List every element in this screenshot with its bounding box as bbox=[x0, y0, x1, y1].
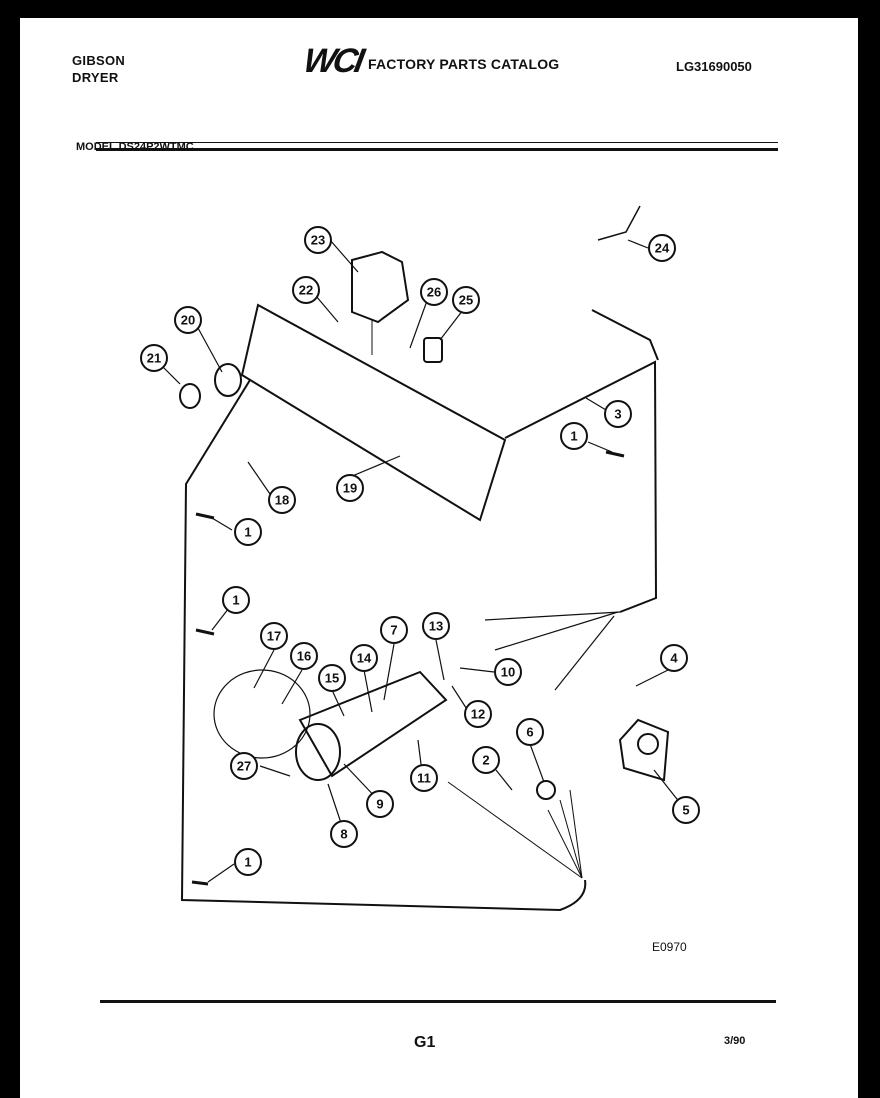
callout-balloon bbox=[452, 286, 480, 314]
bracket-5 bbox=[618, 718, 670, 782]
callout-balloon bbox=[672, 796, 700, 824]
header-divider-thick bbox=[96, 148, 778, 151]
document-number: LG31690050 bbox=[676, 59, 752, 74]
callout-balloon bbox=[222, 586, 250, 614]
callout-number: 1 bbox=[244, 855, 251, 870]
callout-number: 13 bbox=[429, 619, 443, 634]
callout-balloon bbox=[604, 400, 632, 428]
callout-balloon bbox=[494, 658, 522, 686]
callout-number: 8 bbox=[340, 827, 347, 842]
callout-number: 16 bbox=[297, 649, 311, 664]
callout-number: 10 bbox=[501, 665, 515, 680]
knob-21 bbox=[179, 383, 201, 409]
callout-number: 24 bbox=[655, 241, 670, 256]
callout-number: 12 bbox=[471, 707, 485, 722]
product-type: DRYER bbox=[72, 70, 119, 85]
callout-balloon bbox=[350, 644, 378, 672]
burner-end bbox=[295, 723, 341, 781]
callout-balloon bbox=[268, 486, 296, 514]
harness-left-wire bbox=[180, 379, 587, 912]
callout-balloon bbox=[304, 226, 332, 254]
callout-balloon bbox=[648, 234, 676, 262]
burner-tube bbox=[298, 670, 448, 778]
diagram-linework bbox=[159, 205, 685, 912]
callout-number: 21 bbox=[147, 351, 161, 366]
callout-balloon bbox=[516, 718, 544, 746]
callout-number: 19 bbox=[343, 481, 357, 496]
callout-number: 15 bbox=[325, 671, 339, 686]
callout-number: 22 bbox=[299, 283, 313, 298]
callout-balloon bbox=[174, 306, 202, 334]
callout-balloon bbox=[410, 764, 438, 792]
callout-number: 25 bbox=[459, 293, 473, 308]
callout-balloon bbox=[290, 642, 318, 670]
callout-balloon bbox=[422, 612, 450, 640]
harness-top-wire bbox=[591, 309, 659, 361]
callout-balloon bbox=[560, 422, 588, 450]
heater-housing bbox=[213, 669, 311, 759]
callout-balloon bbox=[140, 344, 168, 372]
callout-balloon bbox=[660, 644, 688, 672]
knob-20 bbox=[214, 363, 242, 397]
callout-number: 14 bbox=[357, 651, 372, 666]
timer bbox=[351, 250, 410, 324]
callout-balloon bbox=[420, 278, 448, 306]
brand-name: GIBSON bbox=[72, 53, 126, 68]
callout-number: 2 bbox=[482, 753, 489, 768]
revision-date: 3/90 bbox=[724, 1035, 746, 1047]
callout-balloon bbox=[336, 474, 364, 502]
callout-balloon bbox=[234, 518, 262, 546]
header-divider-thin bbox=[96, 142, 778, 143]
callout-balloon bbox=[330, 820, 358, 848]
callout-number: 26 bbox=[427, 285, 441, 300]
page-number: G1 bbox=[414, 1034, 436, 1051]
callout-number: 18 bbox=[275, 493, 289, 508]
footer-divider bbox=[100, 1000, 776, 1003]
callout-number: 9 bbox=[376, 797, 383, 812]
callout-number: 20 bbox=[181, 313, 195, 328]
callout-number: 1 bbox=[570, 429, 577, 444]
callout-balloon bbox=[230, 752, 258, 780]
callout-number: 23 bbox=[311, 233, 325, 248]
callout-balloon bbox=[292, 276, 320, 304]
callout-number: 7 bbox=[390, 623, 397, 638]
callout-number: 3 bbox=[614, 407, 621, 422]
callout-number: 11 bbox=[417, 771, 431, 786]
callout-balloon bbox=[464, 700, 492, 728]
thermostat-6 bbox=[536, 780, 556, 800]
callout-number: 6 bbox=[526, 725, 533, 740]
callout-balloon bbox=[380, 616, 408, 644]
switch-25 bbox=[423, 337, 443, 363]
harness-right-wire bbox=[504, 360, 658, 613]
callout-balloon bbox=[318, 664, 346, 692]
callout-number: 1 bbox=[232, 593, 239, 608]
callout-balloon bbox=[260, 622, 288, 650]
callout-balloon bbox=[366, 790, 394, 818]
brand-block: GIBSON DRYER bbox=[72, 52, 125, 86]
callout-balloon bbox=[234, 848, 262, 876]
harness-24 bbox=[597, 205, 641, 241]
figure-code: E0970 bbox=[652, 940, 687, 954]
callout-number: 4 bbox=[670, 651, 678, 666]
callout-number: 1 bbox=[244, 525, 251, 540]
catalog-page bbox=[20, 18, 858, 1098]
callout-number: 5 bbox=[682, 803, 689, 818]
catalog-title: FACTORY PARTS CATALOG bbox=[368, 56, 560, 72]
model-number: MODEL DS24P2WTMC bbox=[76, 141, 194, 153]
callout-number: 27 bbox=[237, 759, 251, 774]
callout-number: 17 bbox=[267, 629, 281, 644]
callout-balloon bbox=[472, 746, 500, 774]
